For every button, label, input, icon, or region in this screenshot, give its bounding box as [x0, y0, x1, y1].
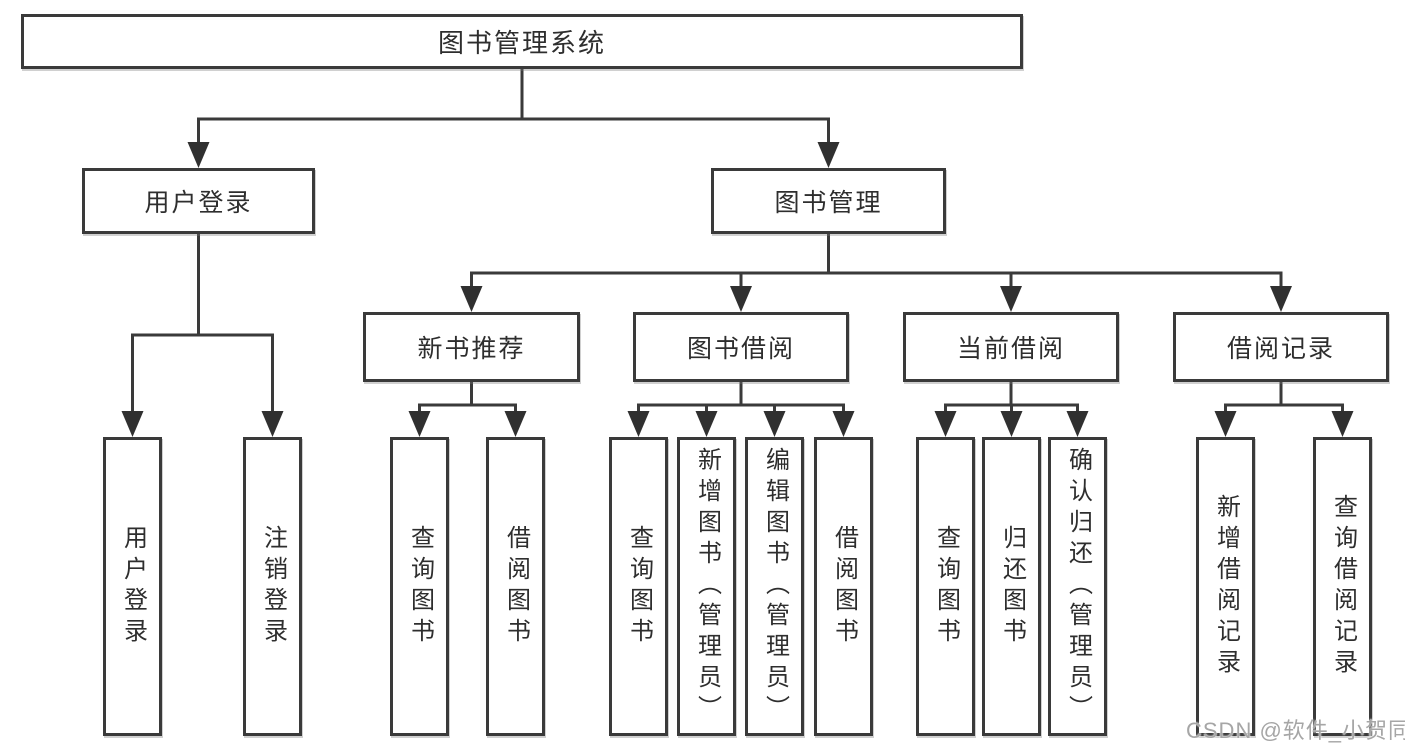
node-book-borrowing: 图书借阅: [633, 312, 849, 382]
leaf-edit-books-admin: 编辑图书（管理员）: [745, 437, 804, 736]
leaf-add-borrow-record: 新增借阅记录: [1196, 437, 1255, 736]
leaf-query-books-current: 查询图书: [916, 437, 975, 736]
leaf-query-books-borrowing: 查询图书: [609, 437, 668, 736]
node-book-borrowing-label: 图书借阅: [686, 335, 795, 363]
node-new-book-recommend-label: 新书推荐: [417, 335, 526, 363]
leaf-borrow-books-borrowing-label: 借阅图书: [830, 524, 858, 649]
leaf-add-books-admin: 新增图书（管理员）: [677, 437, 736, 736]
arrowheads: [121, 119, 1354, 437]
leaf-query-borrow-record: 查询借阅记录: [1313, 437, 1372, 736]
csdn-watermark: CSDN @软件_小贺同学: [1186, 718, 1405, 743]
leaf-borrow-books-recommend: 借阅图书: [486, 437, 545, 736]
leaf-user-login: 用户登录: [103, 437, 162, 736]
leaf-query-borrow-record-label: 查询借阅记录: [1329, 493, 1357, 680]
leaf-borrow-books-borrowing: 借阅图书: [814, 437, 873, 736]
leaf-add-books-admin-label: 新增图书（管理员）: [693, 447, 721, 726]
leaf-edit-books-admin-label: 编辑图书（管理员）: [761, 447, 789, 726]
leaf-borrow-books-recommend-label: 借阅图书: [502, 524, 530, 649]
leaf-query-books-borrowing-label: 查询图书: [625, 524, 653, 649]
node-book-management-label: 图书管理: [774, 189, 883, 217]
leaf-query-books-current-label: 查询图书: [932, 524, 960, 649]
leaf-confirm-return-admin-label: 确认归还（管理员）: [1064, 447, 1092, 726]
node-root-label: 图书管理系统: [437, 28, 606, 58]
node-user-login-label: 用户登录: [144, 189, 253, 217]
leaf-return-books: 归还图书: [982, 437, 1041, 736]
leaf-logout-label: 注销登录: [259, 524, 287, 649]
node-current-borrowing: 当前借阅: [903, 312, 1119, 382]
node-current-borrowing-label: 当前借阅: [956, 335, 1065, 363]
node-borrowing-records-label: 借阅记录: [1226, 335, 1335, 363]
leaf-return-books-label: 归还图书: [998, 524, 1026, 649]
leaf-confirm-return-admin: 确认归还（管理员）: [1048, 437, 1107, 736]
node-root: 图书管理系统: [21, 14, 1023, 69]
node-book-management: 图书管理: [711, 168, 946, 234]
node-new-book-recommend: 新书推荐: [363, 312, 580, 382]
leaf-query-books-recommend-label: 查询图书: [406, 524, 434, 649]
node-user-login: 用户登录: [82, 168, 315, 234]
leaf-add-borrow-record-label: 新增借阅记录: [1212, 493, 1240, 680]
leaf-logout: 注销登录: [243, 437, 302, 736]
node-borrowing-records: 借阅记录: [1173, 312, 1389, 382]
leaf-query-books-recommend: 查询图书: [390, 437, 449, 736]
leaf-user-login-label: 用户登录: [119, 524, 147, 649]
